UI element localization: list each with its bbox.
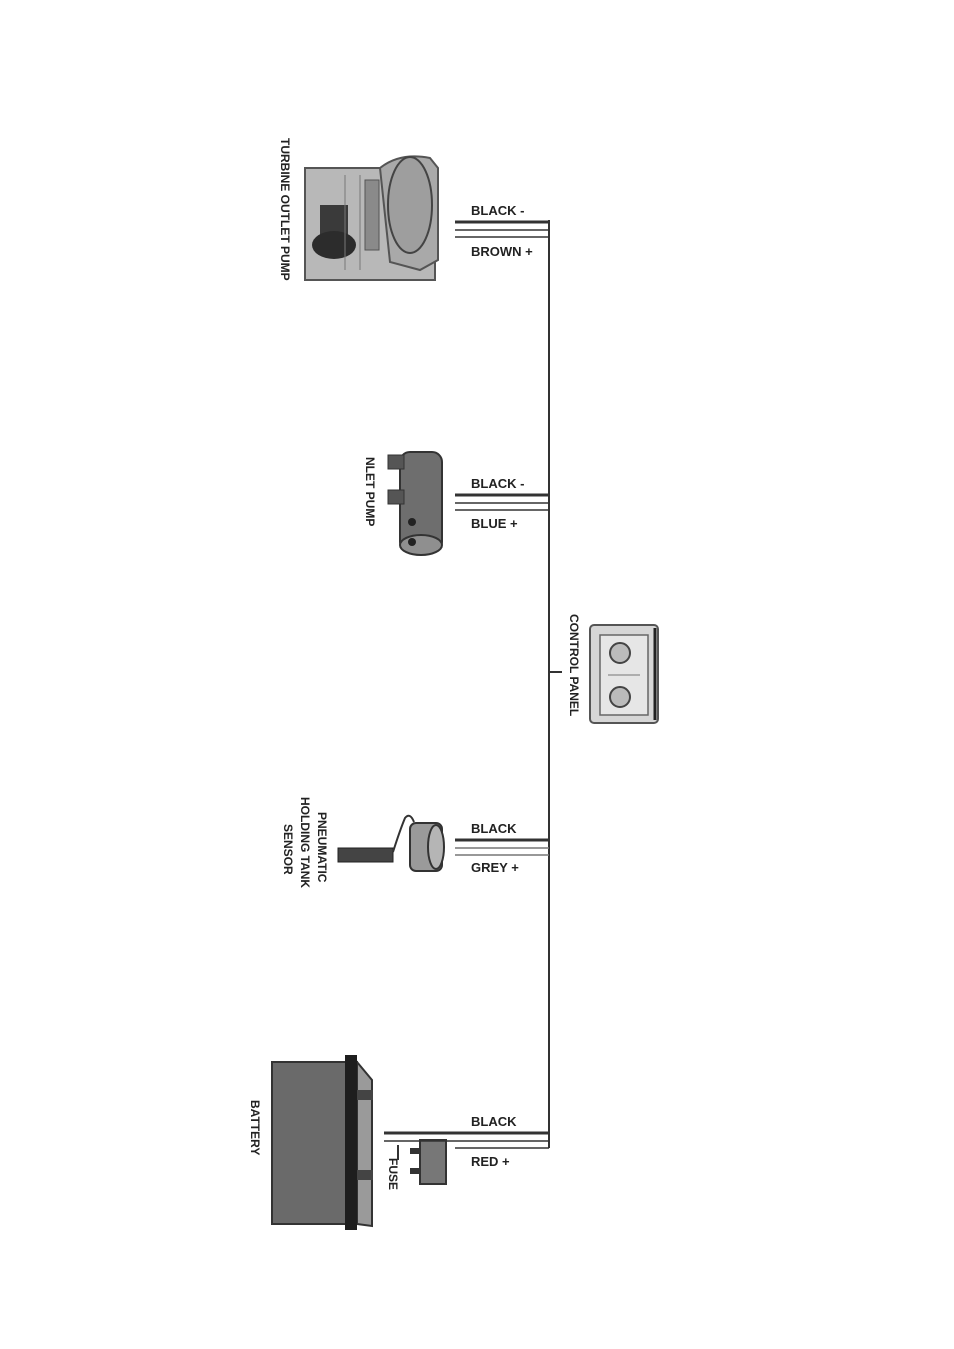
inlet-pump-label: NLET PUMP: [363, 457, 377, 526]
turbine-outlet-pump-label: TURBINE OUTLET PUMP: [278, 138, 292, 281]
control-panel-group: CONTROL PANEL: [567, 614, 658, 723]
inlet-pump-image: [388, 452, 442, 555]
battery-image: [272, 1055, 373, 1230]
svg-text:PNEUMATIC: PNEUMATIC: [315, 812, 329, 883]
sensor-image: [338, 816, 444, 871]
battery-neg-label: BLACK: [471, 1114, 517, 1129]
fuse-label: FUSE: [386, 1158, 400, 1190]
inlet-pump-group: NLET PUMP BLACK - BLUE +: [363, 452, 549, 555]
svg-text:HOLDING TANK: HOLDING TANK: [298, 797, 312, 888]
battery-pos-label: RED +: [471, 1154, 510, 1169]
turbine-outlet-pump-group: TURBINE OUTLET PUMP BLACK - BROWN +: [278, 138, 549, 281]
gauge-icon: [610, 687, 630, 707]
sensor-neg-label: BLACK: [471, 821, 517, 836]
control-panel-image: [590, 625, 658, 723]
gauge-icon: [610, 643, 630, 663]
inlet-neg-label: BLACK -: [471, 476, 524, 491]
battery-label: BATTERY: [248, 1100, 262, 1155]
sensor-group: PNEUMATIC HOLDING TANK SENSOR BLACK GREY…: [281, 797, 549, 888]
turbine-pos-label: BROWN +: [471, 244, 533, 259]
svg-text:SENSOR: SENSOR: [281, 824, 295, 875]
sensor-label: PNEUMATIC HOLDING TANK SENSOR: [281, 797, 329, 888]
sensor-pos-label: GREY +: [471, 860, 519, 875]
fuse-image: [410, 1140, 446, 1184]
turbine-neg-label: BLACK -: [471, 203, 524, 218]
battery-group: BATTERY FUSE BLACK RED +: [248, 1055, 549, 1230]
turbine-outlet-pump-image: [305, 156, 438, 280]
control-panel-label: CONTROL PANEL: [567, 614, 581, 716]
inlet-pos-label: BLUE +: [471, 516, 518, 531]
